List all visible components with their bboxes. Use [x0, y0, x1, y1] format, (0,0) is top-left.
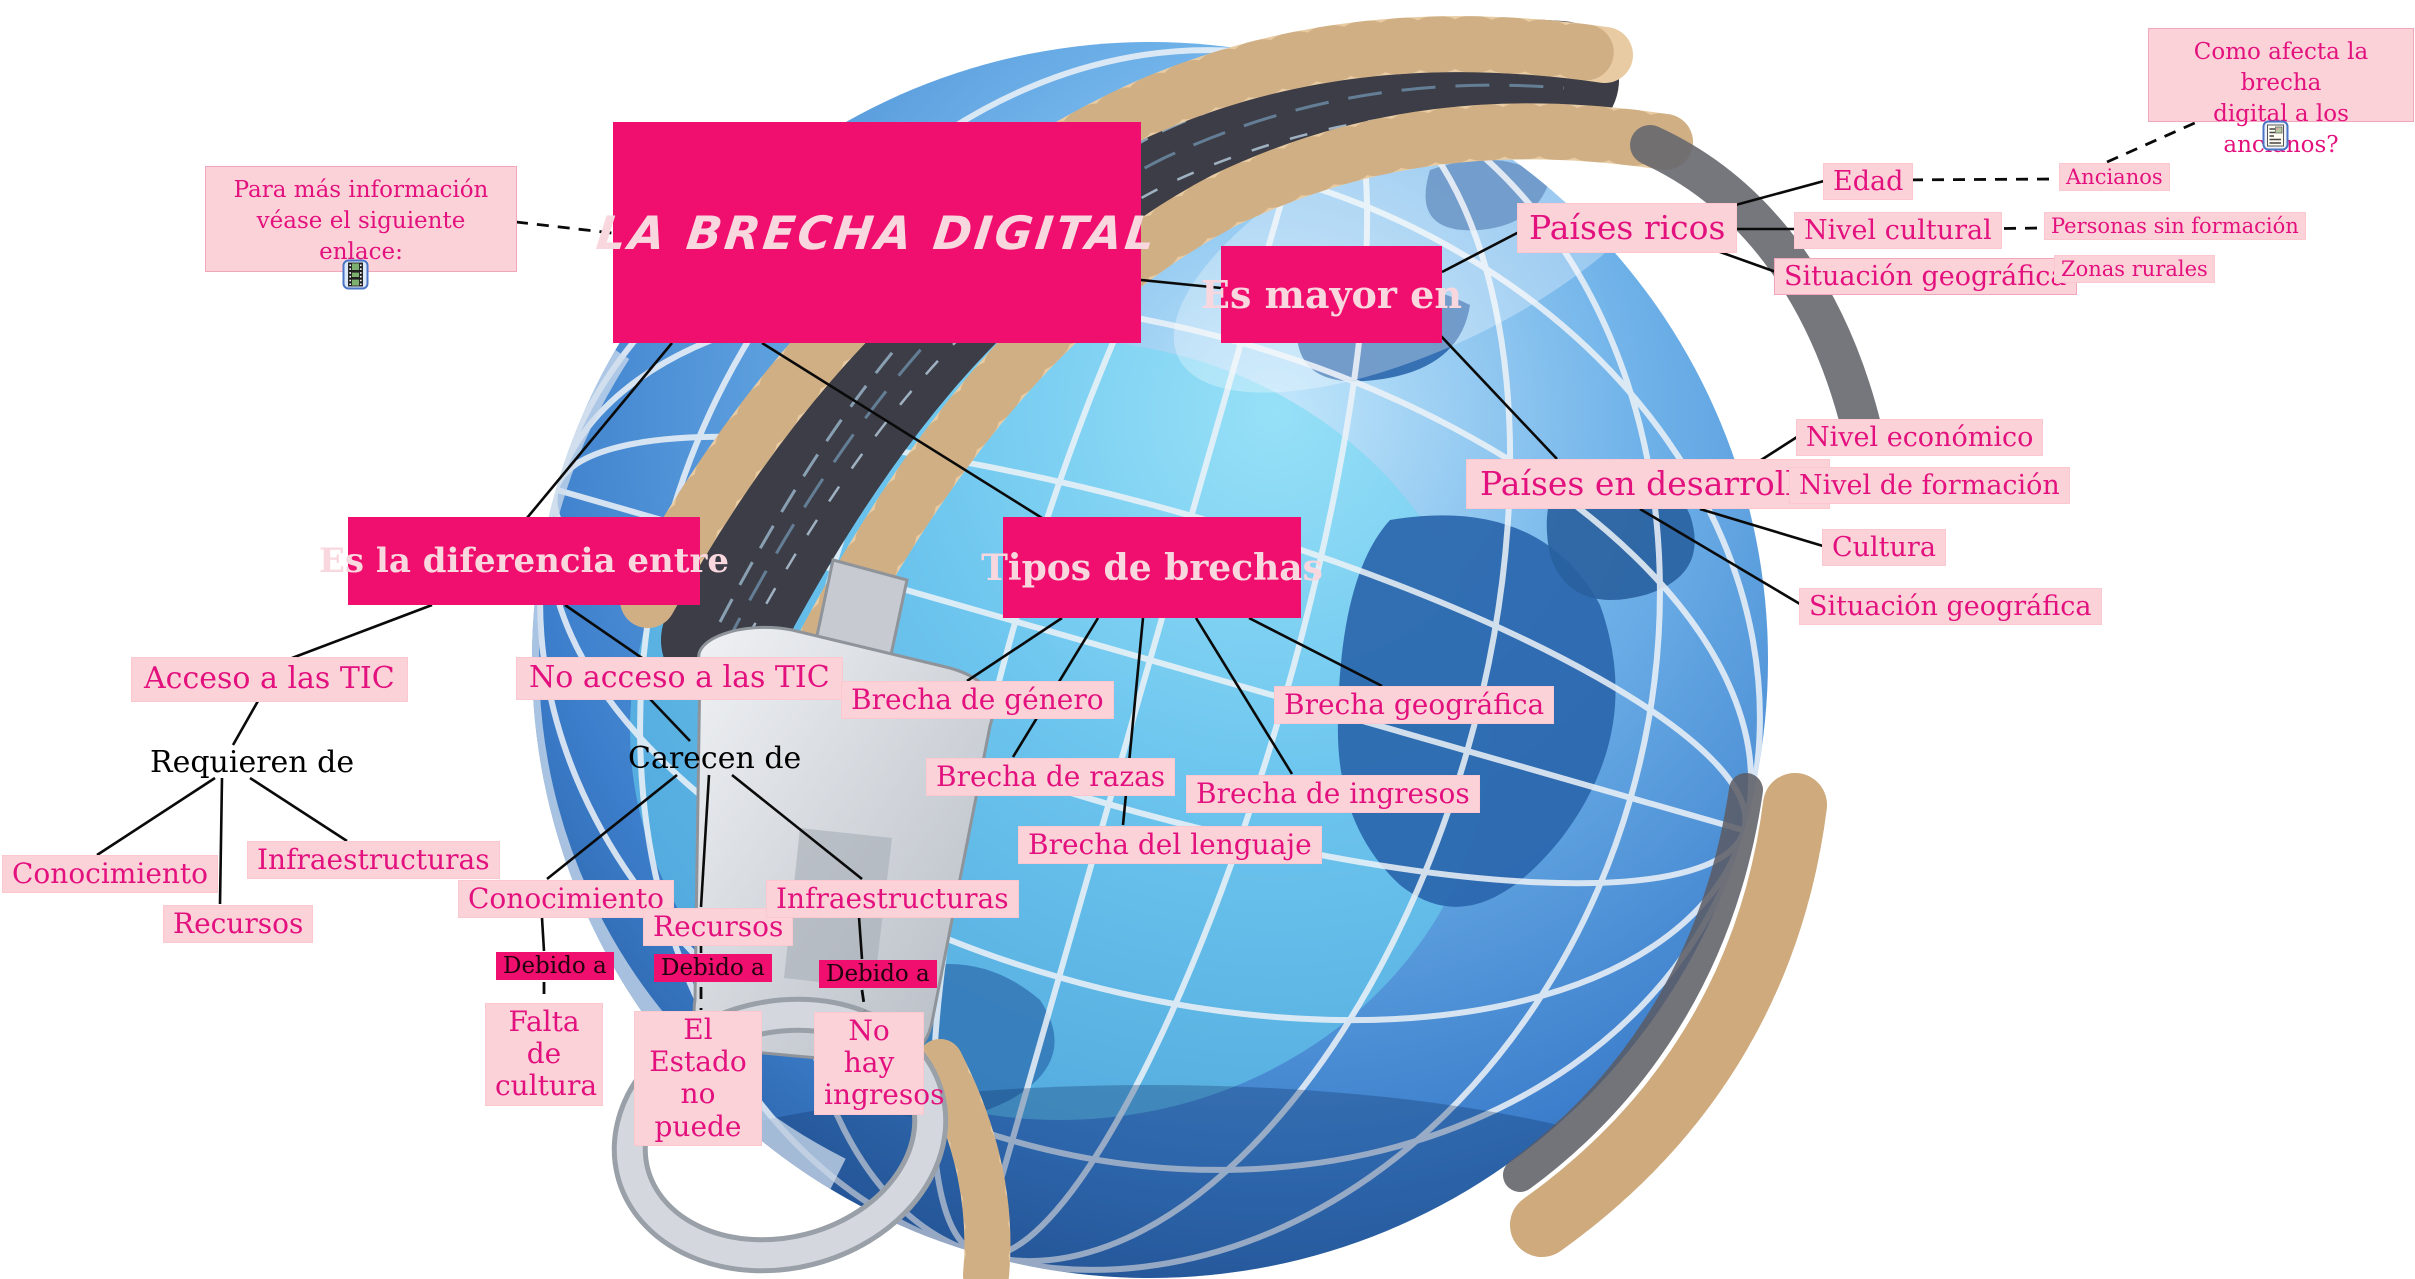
- info-note-line1: Para más información: [233, 177, 489, 203]
- es-mayor-en-label: Es mayor en: [1201, 272, 1462, 317]
- brecha-de-razas-label: Brecha de razas: [936, 760, 1166, 793]
- node-debido-a-3[interactable]: Debido a: [819, 960, 937, 988]
- node-conocimiento-acceso[interactable]: Conocimiento: [2, 855, 219, 894]
- conocimiento-no-acceso-label: Conocimiento: [468, 882, 665, 915]
- node-brecha-geografica[interactable]: Brecha geográfica: [1274, 686, 1555, 725]
- debido-a-1-label: Debido a: [503, 953, 607, 979]
- personas-sin-formacion-label: Personas sin formación: [2051, 214, 2299, 238]
- nivel-de-formacion-label: Nivel de formación: [1799, 470, 2060, 501]
- node-brecha-de-ingresos[interactable]: Brecha de ingresos: [1186, 775, 1480, 814]
- node-infraestructuras-no-acceso[interactable]: Infraestructuras: [766, 880, 1019, 919]
- node-ancianos[interactable]: Ancianos: [2059, 163, 2170, 192]
- node-cultura[interactable]: Cultura: [1822, 529, 1946, 567]
- node-acceso-a-las-tic[interactable]: Acceso a las TIC: [131, 657, 408, 702]
- node-tipos-de-brechas[interactable]: Tipos de brechas: [981, 517, 1323, 618]
- node-brecha-del-lenguaje[interactable]: Brecha del lenguaje: [1018, 826, 1322, 865]
- brecha-de-ingresos-label: Brecha de ingresos: [1196, 777, 1470, 810]
- node-elderly-question[interactable]: Como afecta la brecha digital a los anci…: [2148, 28, 2414, 158]
- node-no-acceso-a-las-tic[interactable]: No acceso a las TIC: [516, 657, 843, 700]
- node-debido-a-1[interactable]: Debido a: [496, 952, 614, 980]
- requieren-de-label: Requieren de: [150, 745, 355, 780]
- cultura-label: Cultura: [1832, 532, 1936, 563]
- map-title-text: LA BRECHA DIGITAL: [593, 205, 1161, 260]
- node-es-la-diferencia-entre[interactable]: Es la diferencia entre: [319, 517, 729, 605]
- node-paises-en-desarrollo[interactable]: Países en desarrollo: [1466, 459, 1830, 509]
- brecha-de-genero-label: Brecha de género: [851, 683, 1104, 716]
- node-nivel-cultural[interactable]: Nivel cultural: [1794, 212, 2002, 250]
- es-la-diferencia-entre-label: Es la diferencia entre: [319, 541, 729, 581]
- node-el-estado-no-puede[interactable]: El Estado no puede: [634, 1011, 762, 1146]
- tipos-de-brechas-label: Tipos de brechas: [981, 546, 1323, 589]
- nivel-cultural-label: Nivel cultural: [1804, 215, 1992, 246]
- ancianos-label: Ancianos: [2066, 165, 2163, 189]
- edad-label: Edad: [1833, 166, 1904, 197]
- carecen-de-label: Carecen de: [628, 741, 802, 776]
- no-hay-ingresos-label: No hay ingresos: [824, 1014, 945, 1112]
- node-situacion-geografica-desarrollo[interactable]: Situación geográfica: [1799, 588, 2102, 626]
- paises-ricos-label: Países ricos: [1529, 208, 1726, 247]
- node-infraestructuras-acceso[interactable]: Infraestructuras: [247, 841, 500, 880]
- node-debido-a-2[interactable]: Debido a: [654, 954, 772, 982]
- video-resource-icon[interactable]: [342, 259, 369, 294]
- node-title[interactable]: LA BRECHA DIGITAL: [593, 122, 1161, 343]
- situacion-geografica-desarrollo-label: Situación geográfica: [1809, 591, 2092, 622]
- no-acceso-a-las-tic-label: No acceso a las TIC: [529, 660, 830, 695]
- node-zonas-rurales[interactable]: Zonas rurales: [2054, 255, 2215, 284]
- zonas-rurales-label: Zonas rurales: [2061, 257, 2208, 281]
- elderly-question-line1: Como afecta la brecha: [2193, 39, 2369, 97]
- node-no-hay-ingresos[interactable]: No hay ingresos: [814, 1012, 944, 1115]
- node-personas-sin-formacion[interactable]: Personas sin formación: [2044, 212, 2306, 241]
- node-edad[interactable]: Edad: [1823, 163, 1914, 201]
- recursos-acceso-label: Recursos: [173, 907, 304, 940]
- paises-en-desarrollo-label: Países en desarrollo: [1480, 464, 1816, 503]
- brecha-geografica-label: Brecha geográfica: [1284, 688, 1545, 721]
- situacion-geografica-ricos-label: Situación geográfica: [1784, 261, 2067, 292]
- node-paises-ricos[interactable]: Países ricos: [1517, 203, 1738, 253]
- info-note-line2: véase el siguiente enlace:: [256, 208, 466, 266]
- node-conocimiento-no-acceso[interactable]: Conocimiento: [458, 880, 675, 919]
- el-estado-no-puede-label: El Estado no puede: [649, 1013, 747, 1143]
- node-nivel-de-formacion[interactable]: Nivel de formación: [1789, 467, 2070, 505]
- node-nivel-economico[interactable]: Nivel económico: [1796, 419, 2044, 457]
- node-brecha-de-genero[interactable]: Brecha de género: [841, 681, 1114, 720]
- debido-a-3-label: Debido a: [826, 961, 930, 987]
- debido-a-2-label: Debido a: [661, 955, 765, 981]
- node-info-note[interactable]: Para más información véase el siguiente …: [205, 166, 517, 272]
- recursos-no-acceso-label: Recursos: [653, 910, 784, 943]
- linking-phrase-requieren-de[interactable]: Requieren de: [150, 745, 354, 780]
- brecha-del-lenguaje-label: Brecha del lenguaje: [1028, 828, 1312, 861]
- nivel-economico-label: Nivel económico: [1806, 422, 2034, 453]
- node-falta-de-cultura[interactable]: Falta de cultura: [485, 1003, 603, 1106]
- image-resource-icon[interactable]: [2262, 120, 2289, 155]
- infraestructuras-no-acceso-label: Infraestructuras: [776, 882, 1009, 915]
- acceso-a-las-tic-label: Acceso a las TIC: [144, 661, 395, 696]
- conocimiento-acceso-label: Conocimiento: [12, 857, 209, 890]
- node-recursos-acceso[interactable]: Recursos: [163, 905, 314, 944]
- linking-phrase-carecen-de[interactable]: Carecen de: [628, 741, 801, 776]
- node-es-mayor-en[interactable]: Es mayor en: [1201, 246, 1462, 343]
- node-brecha-de-razas[interactable]: Brecha de razas: [926, 758, 1176, 797]
- infraestructuras-acceso-label: Infraestructuras: [257, 843, 490, 876]
- node-situacion-geografica-ricos[interactable]: Situación geográfica: [1774, 258, 2077, 296]
- falta-de-cultura-label: Falta de cultura: [495, 1005, 598, 1103]
